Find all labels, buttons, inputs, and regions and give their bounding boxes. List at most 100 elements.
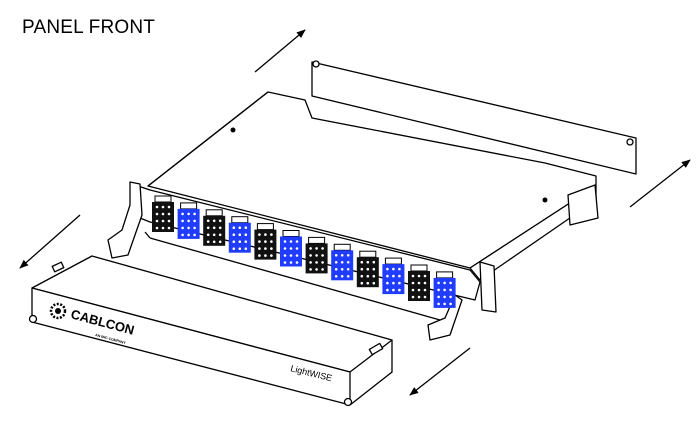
fiber-port (206, 233, 210, 237)
fiber-port (283, 240, 287, 243)
diagram-title: PANEL FRONT (22, 17, 156, 38)
fiber-port (295, 254, 299, 257)
fiber-port (386, 288, 389, 292)
adapter-module-blue (331, 243, 354, 281)
fiber-port (360, 281, 364, 285)
fiber-port (321, 247, 324, 250)
fiber-port (193, 233, 196, 237)
arrow-front-cover (19, 214, 81, 269)
fiber-port (289, 261, 293, 264)
fiber-port (411, 274, 415, 278)
fiber-port (360, 267, 364, 271)
fiber-port (315, 268, 318, 271)
adapter-module-blue (382, 257, 405, 295)
fiber-port (346, 261, 350, 264)
fiber-port (187, 233, 190, 237)
fiber-port (423, 295, 427, 299)
fiber-port (372, 274, 376, 278)
fiber-port (264, 240, 267, 243)
fiber-port (417, 288, 421, 292)
fiber-port (417, 274, 421, 278)
fiber-port (258, 233, 261, 236)
fiber-port (398, 281, 401, 285)
rear-cover-plate (311, 60, 637, 175)
fiber-port (270, 254, 273, 257)
adapter-module-blue (280, 230, 302, 267)
fiber-port (238, 233, 242, 236)
fiber-port (232, 233, 236, 236)
fiber-port (289, 240, 293, 243)
fiber-port (334, 268, 338, 271)
fiber-port (449, 295, 452, 299)
fiber-port (315, 254, 318, 257)
adapter-module-blue (433, 271, 456, 308)
fiber-port (346, 275, 350, 278)
fiber-port (309, 261, 312, 264)
fiber-port (398, 267, 401, 271)
fiber-port (155, 219, 159, 223)
fiber-port (187, 219, 190, 223)
fiber-port (283, 261, 287, 264)
fiber-port (264, 233, 267, 236)
fiber-port (443, 288, 446, 292)
fiber-port (386, 274, 389, 278)
fiber-port (289, 247, 293, 250)
adapter-module-blue (228, 216, 251, 253)
adapter-module-black (152, 195, 174, 232)
fiber-port (423, 274, 427, 278)
fiber-port (315, 261, 318, 264)
fiber-port (366, 281, 370, 285)
fiber-port (193, 212, 196, 216)
fiber-port (321, 254, 324, 257)
fiber-port (366, 260, 370, 264)
front-cover: CABLCON AN IWC COMPANY LightWISE (28, 255, 393, 407)
fiber-port (218, 240, 222, 244)
fiber-port (212, 233, 216, 237)
fiber-port (212, 226, 216, 230)
fiber-port (244, 226, 248, 229)
fiber-port (437, 295, 440, 299)
fiber-port (443, 295, 446, 299)
adapter-modules (152, 195, 456, 308)
fiber-port (309, 247, 312, 250)
fiber-port (411, 281, 415, 285)
fiber-port (206, 226, 210, 230)
fiber-port (411, 295, 415, 299)
adapter-module-black (203, 209, 226, 246)
fiber-port (386, 267, 389, 271)
fiber-port (417, 295, 421, 299)
fiber-port (181, 219, 184, 223)
fiber-port (295, 261, 299, 264)
fiber-port (270, 233, 273, 236)
fiber-port (232, 247, 236, 250)
fiber-port (295, 247, 299, 250)
fiber-port (218, 233, 222, 237)
fiber-port (437, 281, 440, 285)
fiber-port (244, 233, 248, 236)
fiber-port (372, 260, 376, 264)
fiber-port (437, 288, 440, 292)
fiber-port (449, 281, 452, 285)
fiber-port (218, 226, 222, 230)
fiber-port (181, 233, 184, 237)
fiber-port (334, 254, 338, 257)
fiber-port (181, 212, 184, 216)
fiber-port (321, 261, 324, 264)
fiber-port (161, 219, 165, 223)
fiber-port (398, 288, 401, 292)
fiber-port (167, 219, 171, 223)
fiber-port (449, 302, 452, 306)
fiber-port (392, 274, 395, 278)
fiber-port (360, 260, 364, 264)
fiber-port (340, 261, 344, 264)
fiber-port (167, 205, 171, 209)
fiber-port (360, 274, 364, 278)
fiber-port (238, 247, 242, 250)
fiber-port (258, 247, 261, 250)
fiber-port (238, 240, 242, 243)
fiber-port (443, 302, 446, 306)
fiber-port (161, 226, 165, 230)
fiber-port (181, 226, 184, 230)
fiber-port (392, 281, 395, 285)
fiber-port (258, 254, 261, 257)
